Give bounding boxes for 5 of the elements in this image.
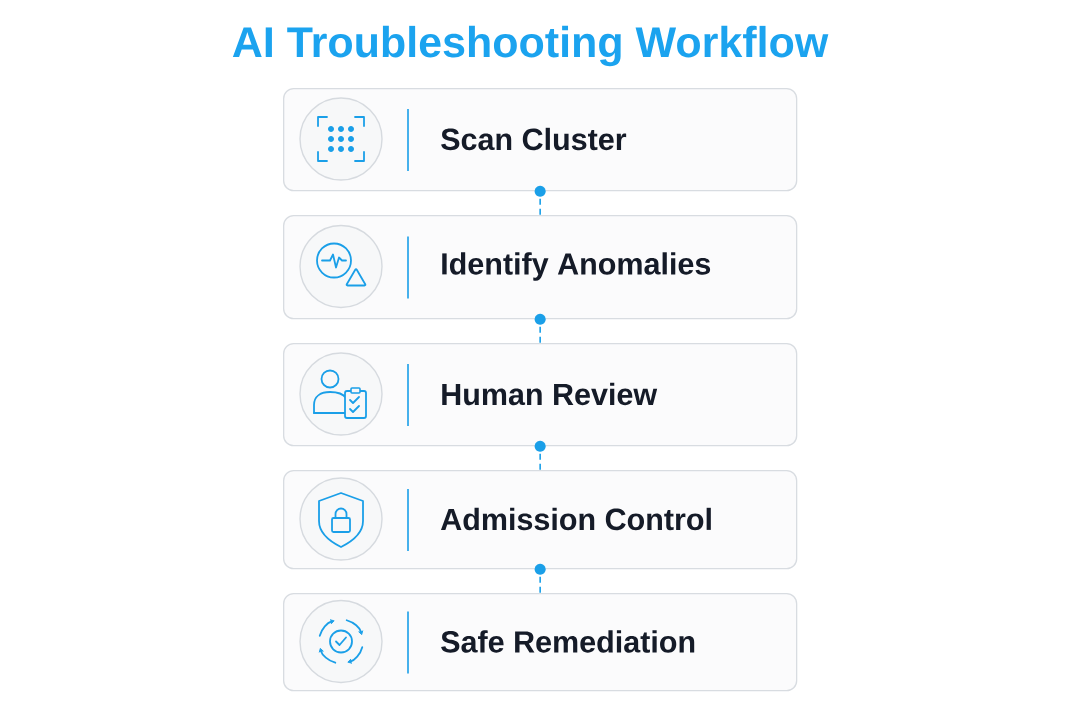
title: AI Troubleshooting Workflow	[232, 25, 829, 67]
connector	[534, 563, 546, 594]
connector	[534, 313, 546, 344]
connector	[534, 440, 546, 471]
connector	[534, 185, 546, 216]
